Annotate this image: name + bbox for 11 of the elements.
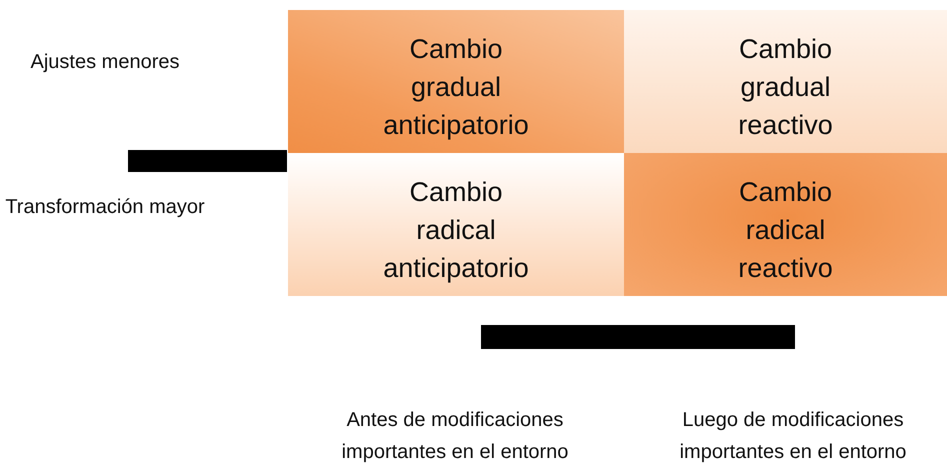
cell-text: Cambio gradual reactivo bbox=[737, 33, 834, 142]
matrix-cell bbox=[288, 10, 624, 153]
matrix-cell bbox=[624, 10, 947, 153]
cell-text: Cambio gradual anticipatorio bbox=[382, 33, 530, 142]
matrix-cell bbox=[624, 153, 947, 296]
cell-text: Cambio radical reactivo bbox=[737, 176, 834, 285]
row-label: Ajustes menores bbox=[30, 50, 180, 75]
row-label: Transformación mayor bbox=[5, 195, 205, 220]
column-label: Luego de modificaciones importantes en el entorno bbox=[678, 408, 908, 465]
column-label: Antes de modificaciones importantes en el entorno bbox=[340, 408, 570, 465]
cell-text: Cambio radical anticipatorio bbox=[382, 176, 530, 285]
